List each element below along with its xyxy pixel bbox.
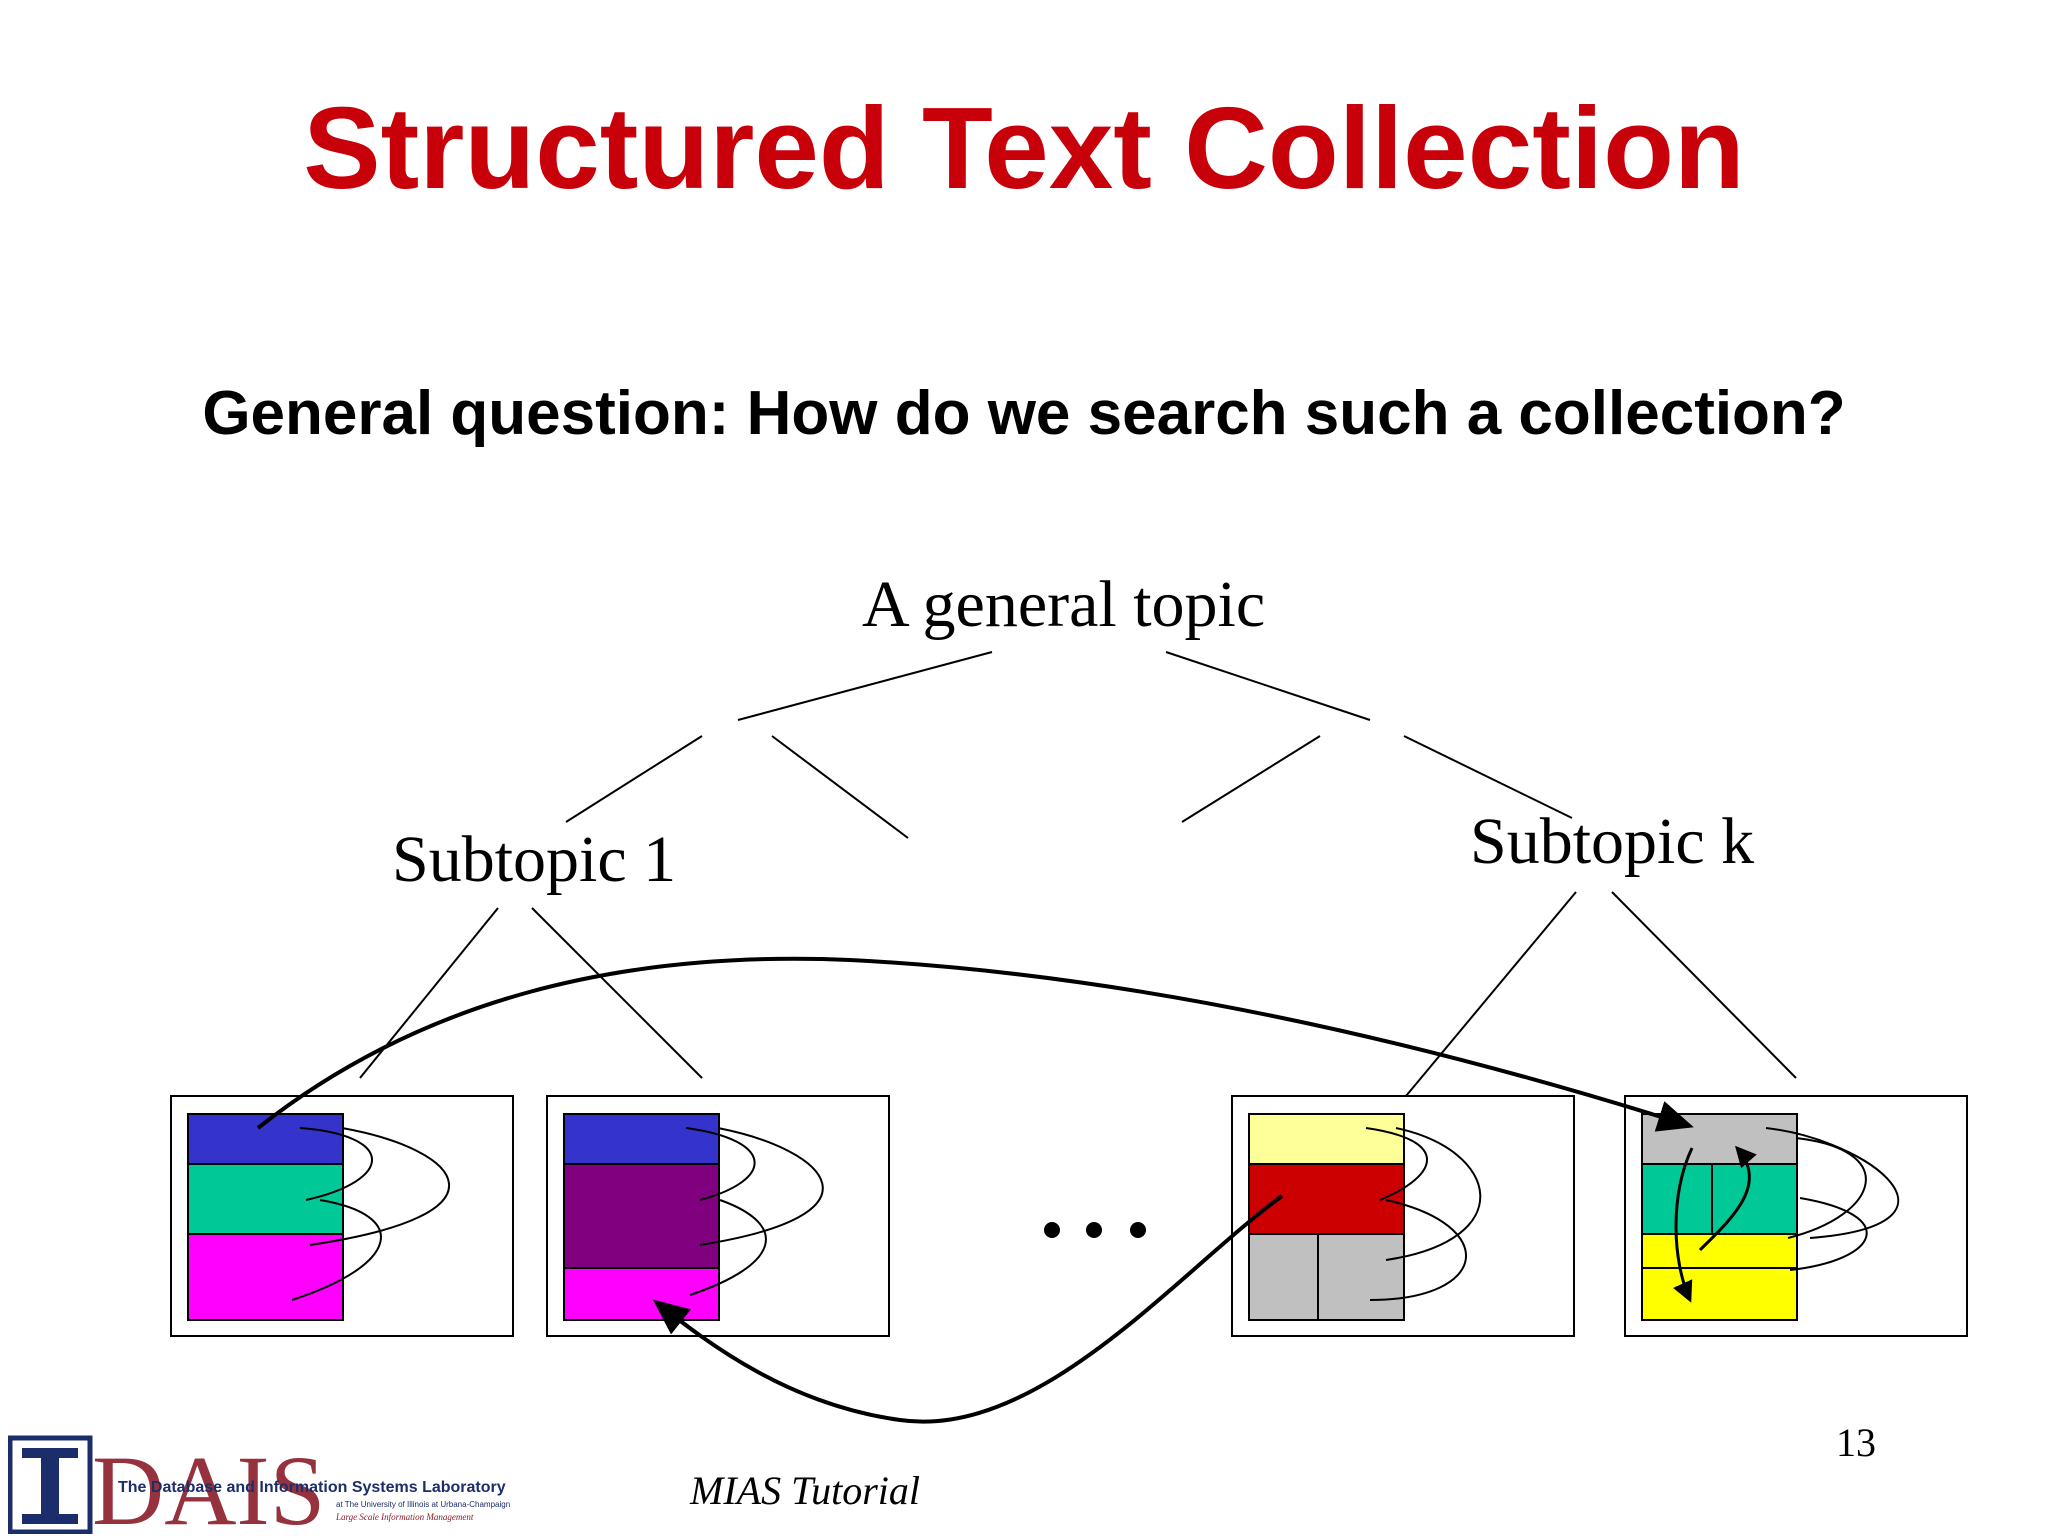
logo-tagline: Large Scale Information Management [336, 1512, 474, 1522]
doc-section [1641, 1163, 1798, 1235]
dais-logo: DAIS [8, 1435, 325, 1534]
doc-section [563, 1163, 720, 1269]
section-links [1765, 1127, 1900, 1271]
document-3 [1231, 1095, 1575, 1337]
doc-section [563, 1113, 720, 1165]
section-links [291, 1127, 451, 1301]
doc-section [1641, 1113, 1798, 1165]
logo-letters: DAIS [92, 1435, 325, 1534]
edge-left-subtopic1 [565, 735, 703, 823]
link-arrow-doc3-to-doc2 [652, 1194, 1284, 1424]
subtopic-1-label: Subtopic 1 [392, 823, 677, 896]
internal-arrow-down [1673, 1147, 1694, 1303]
link-arrow-doc1-to-doc4 [256, 956, 1694, 1132]
edge-right-subtopick [1403, 735, 1573, 819]
doc-section [1248, 1113, 1405, 1165]
logo-lab-name: The Database and Information Systems Lab… [118, 1479, 506, 1496]
edge-root-right [1165, 651, 1371, 721]
internal-arrow-up [1698, 1145, 1757, 1252]
doc-section [1248, 1233, 1405, 1321]
subtopic-k-label: Subtopic k [1470, 805, 1755, 878]
section-links [685, 1127, 824, 1296]
doc-section [187, 1233, 344, 1321]
edge-right-middle [1181, 735, 1321, 823]
edge-subtopick-doc4 [1611, 891, 1797, 1079]
edge-subtopic1-doc1 [359, 907, 499, 1079]
doc-section [187, 1163, 344, 1235]
document-4 [1624, 1095, 1968, 1337]
general-question: General question: How do we search such … [202, 379, 1846, 448]
section-links [1365, 1127, 1482, 1301]
document-2 [546, 1095, 890, 1337]
edge-left-middle [771, 735, 909, 839]
edge-root-left [737, 651, 993, 721]
page-number: 13 [1836, 1420, 1876, 1465]
doc-section [1641, 1233, 1798, 1321]
logo-university: at The University of Illinois at Urbana-… [336, 1500, 511, 1509]
doc-section [1248, 1163, 1405, 1235]
footer-label: MIAS Tutorial [690, 1468, 921, 1513]
document-1 [170, 1095, 514, 1337]
ellipsis-dots [1044, 1222, 1146, 1238]
root-topic-label: A general topic [862, 568, 1266, 641]
edge-subtopic1-doc2 [531, 907, 703, 1079]
edge-subtopick-doc3 [1405, 891, 1577, 1097]
slide-title: Structured Text Collection [303, 83, 1745, 213]
